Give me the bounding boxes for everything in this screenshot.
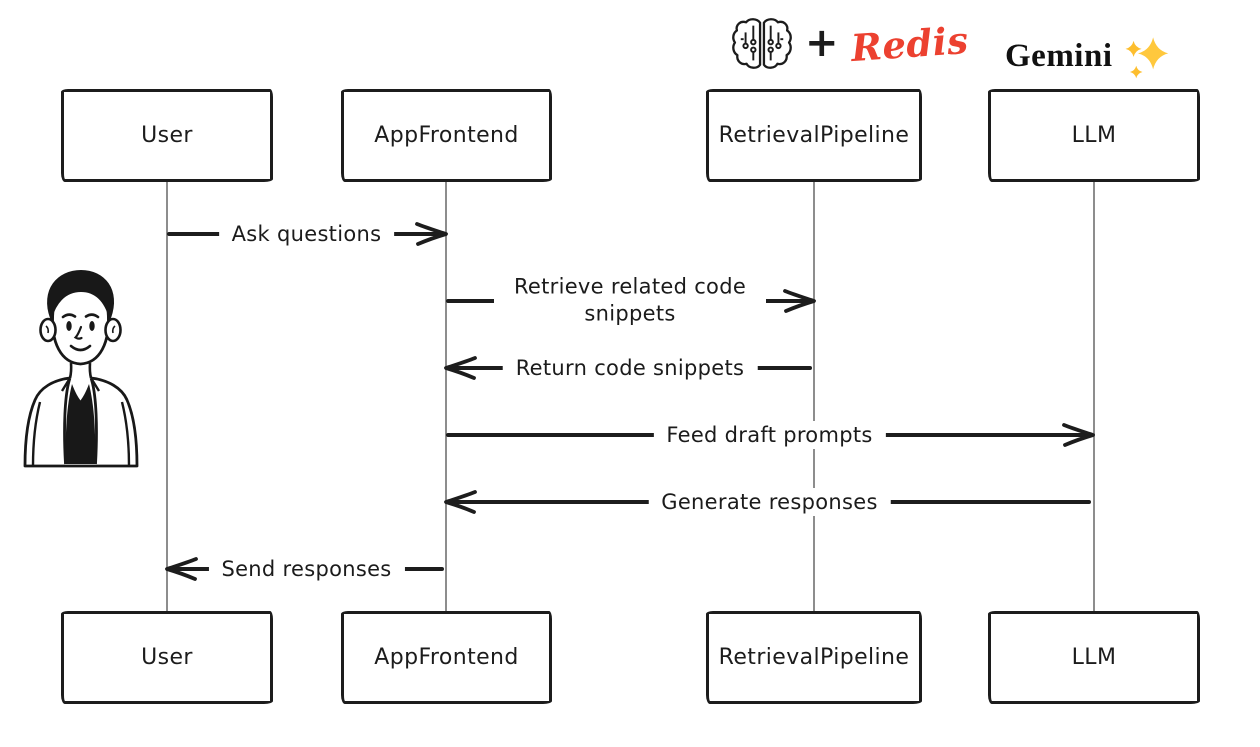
message-send-responses: Send responses bbox=[165, 555, 446, 583]
actor-box-retrievalpipeline-bottom: RetrievalPipeline bbox=[706, 611, 922, 704]
actor-box-appfrontend-bottom: AppFrontend bbox=[341, 611, 552, 704]
redis-branding: + Redis bbox=[731, 16, 970, 72]
plus-sign: + bbox=[805, 20, 839, 66]
actor-box-appfrontend-top: AppFrontend bbox=[341, 89, 552, 182]
lifeline-user bbox=[166, 180, 168, 613]
arrowhead-left-icon bbox=[444, 490, 477, 514]
actor-box-retrievalpipeline-top: RetrievalPipeline bbox=[706, 89, 922, 182]
message-ask-questions: Ask questions bbox=[167, 220, 448, 248]
arrowhead-right-icon bbox=[1062, 423, 1095, 447]
lifeline-retrievalpipeline bbox=[813, 180, 815, 613]
actor-box-user-top: User bbox=[61, 89, 273, 182]
message-label: Return code snippets bbox=[502, 354, 758, 382]
sparkles-icon bbox=[1125, 37, 1168, 79]
actor-box-llm-bottom: LLM bbox=[988, 611, 1200, 704]
gemini-logo: Gemini bbox=[1005, 37, 1113, 74]
message-label: Feed draft prompts bbox=[653, 421, 886, 449]
arrowhead-right-icon bbox=[415, 222, 448, 246]
arrowhead-left-icon bbox=[165, 557, 198, 581]
lifeline-llm bbox=[1093, 180, 1095, 613]
message-generate-responses: Generate responses bbox=[444, 488, 1093, 516]
message-return-code-snippets: Return code snippets bbox=[444, 354, 814, 382]
actor-label: LLM bbox=[1071, 123, 1117, 148]
redis-logo: Redis bbox=[849, 17, 970, 70]
message-label: Retrieve related code snippets bbox=[494, 271, 766, 331]
arrowhead-left-icon bbox=[444, 356, 477, 380]
actor-label: RetrievalPipeline bbox=[718, 645, 910, 670]
ai-brain-circuit-icon bbox=[732, 18, 792, 69]
actor-label: AppFrontend bbox=[374, 123, 519, 148]
actor-label: User bbox=[141, 123, 193, 148]
actor-label: AppFrontend bbox=[374, 645, 519, 670]
actor-box-llm-top: LLM bbox=[988, 89, 1200, 182]
gemini-branding: Gemini bbox=[1005, 30, 1170, 82]
lifeline-appfrontend bbox=[445, 180, 447, 613]
actor-label: RetrievalPipeline bbox=[718, 123, 910, 148]
person-illustration bbox=[20, 264, 142, 468]
actor-box-user-bottom: User bbox=[61, 611, 273, 704]
message-retrieve-related-code-snippets: Retrieve related code snippets bbox=[446, 271, 816, 331]
message-label: Ask questions bbox=[218, 220, 395, 248]
message-label: Generate responses bbox=[648, 488, 891, 516]
message-label: Send responses bbox=[208, 555, 405, 583]
actor-label: LLM bbox=[1071, 645, 1117, 670]
message-feed-draft-prompts: Feed draft prompts bbox=[446, 421, 1095, 449]
actor-label: User bbox=[141, 645, 193, 670]
arrowhead-right-icon bbox=[783, 289, 816, 313]
